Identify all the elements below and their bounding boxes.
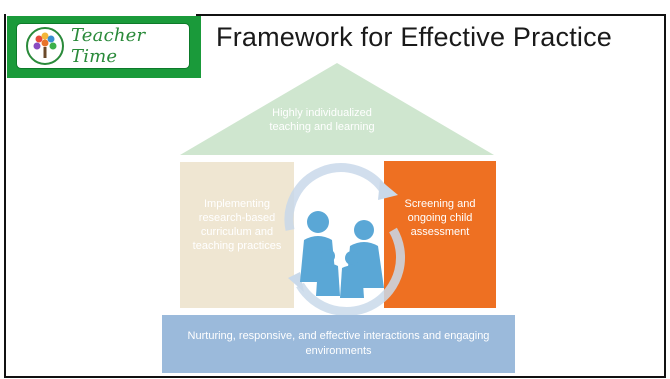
tree-logo-icon — [25, 26, 65, 66]
slide-title: Framework for Effective Practice — [216, 22, 613, 52]
right-pillar-label: Screening and ongoing child assessment — [404, 198, 476, 238]
roof-label: Highly individualized teaching and learn… — [269, 107, 375, 133]
foundation-block — [162, 315, 515, 373]
logo-card: Teacher Time — [17, 24, 189, 68]
logo-banner: Teacher Time — [7, 16, 201, 78]
center-label: Parent/family engagement — [309, 187, 371, 213]
foundation-label: Nurturing, responsive, and effective int… — [187, 330, 490, 357]
slide-frame — [4, 14, 666, 378]
logo-brand-text: Teacher Time — [71, 25, 146, 67]
left-pillar — [180, 162, 294, 308]
title-underline — [196, 14, 666, 16]
right-pillar — [384, 161, 496, 308]
left-pillar-label: Implementing research-based curriculum a… — [192, 198, 282, 252]
circular-arrows-icon — [284, 163, 406, 317]
